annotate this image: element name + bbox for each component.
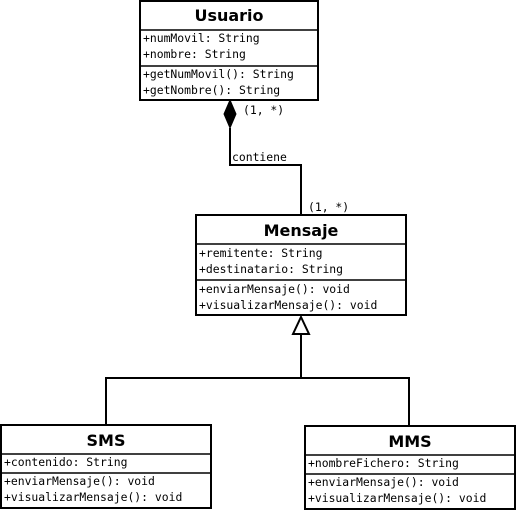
mensaje-box (195, 214, 407, 316)
usuario-method: +getNombre(): String (143, 83, 280, 97)
usuario-attribute: +nombre: String (143, 47, 246, 61)
mensaje-method: +enviarMensaje(): void (199, 282, 350, 296)
mms-class-name: MMS (388, 432, 431, 451)
usuario-class-name: Usuario (194, 6, 263, 25)
composition-connector: contiene (1, *) (1, *) (223, 98, 349, 215)
mms-box (304, 425, 516, 510)
usuario-box (139, 0, 319, 101)
sms-attribute: +contenido: String (4, 455, 127, 469)
mensaje-attribute: +remitente: String (199, 246, 322, 260)
class-usuario[interactable]: Usuario +numMovil: String +nombre: Strin… (139, 0, 319, 101)
sms-class-name: SMS (87, 431, 126, 450)
class-mensaje[interactable]: Mensaje +remitente: String +destinatario… (195, 214, 407, 316)
mensaje-method: +visualizarMensaje(): void (199, 298, 377, 312)
composition-line (229, 128, 302, 215)
mensaje-class-name: Mensaje (264, 221, 339, 240)
usuario-multiplicity: (1, *) (243, 103, 284, 117)
sms-method: +visualizarMensaje(): void (4, 490, 182, 504)
composition-diamond-icon (223, 98, 237, 130)
mms-method: +visualizarMensaje(): void (308, 491, 486, 505)
composition-label: contiene (232, 150, 287, 164)
mms-attribute: +nombreFichero: String (308, 456, 459, 470)
mensaje-multiplicity: (1, *) (308, 200, 349, 214)
generalization-branch-line (105, 377, 410, 425)
mensaje-attribute: +destinatario: String (199, 262, 343, 276)
mms-method: +enviarMensaje(): void (308, 475, 459, 489)
class-mms[interactable]: MMS +nombreFichero: String +enviarMensaj… (304, 425, 516, 510)
generalization-connector (105, 314, 410, 425)
sms-box (0, 424, 212, 509)
class-sms[interactable]: SMS +contenido: String +enviarMensaje():… (0, 424, 212, 509)
sms-method: +enviarMensaje(): void (4, 474, 155, 488)
generalization-triangle-icon (291, 314, 311, 335)
usuario-method: +getNumMovil(): String (143, 67, 294, 81)
usuario-attribute: +numMovil: String (143, 31, 260, 45)
